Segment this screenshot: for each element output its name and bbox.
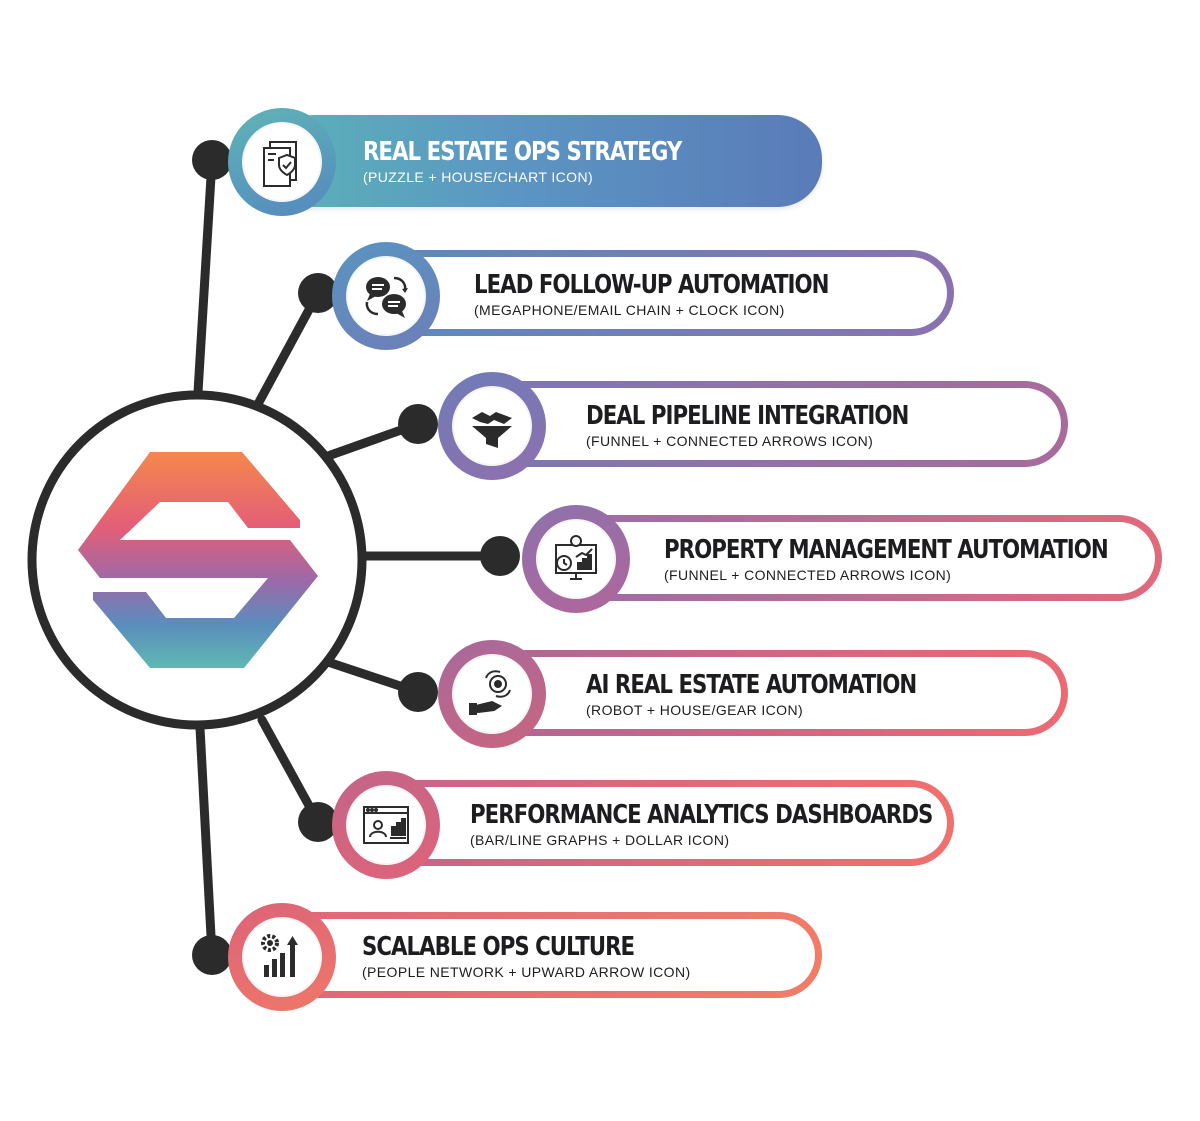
item-6-title: PERFORMANCE ANALYTICS DASHBOARDS: [470, 800, 933, 830]
item-6-subtitle: (BAR/LINE GRAPHS + DOLLAR ICON): [470, 832, 730, 848]
item-7-title: SCALABLE OPS CULTURE: [362, 932, 635, 962]
connector-dot-7: [192, 935, 232, 975]
item-7-text: SCALABLE OPS CULTURE (PEOPLE NETWORK + U…: [362, 932, 694, 980]
connector-dot-6: [298, 802, 338, 842]
item-1-text: REAL ESTATE OPS STRATEGY (PUZZLE + HOUSE…: [363, 137, 751, 185]
item-3-title: DEAL PIPELINE INTEGRATION: [586, 401, 909, 431]
badge-4: [522, 505, 630, 613]
item-5-text: AI REAL ESTATE AUTOMATION (ROBOT + HOUSE…: [586, 670, 989, 718]
s-logo-icon: [78, 452, 318, 668]
chat-bubbles-icon: [365, 276, 408, 318]
connector-dot-1: [192, 140, 232, 180]
handshake-funnel-icon: [472, 412, 512, 448]
pill-lead-follow-up-automation: [372, 250, 954, 336]
item-7-subtitle: (PEOPLE NETWORK + UPWARD ARROW ICON): [362, 964, 691, 980]
item-2-text: LEAD FOLLOW-UP AUTOMATION (MEGAPHONE/EMA…: [474, 270, 906, 318]
item-1-subtitle: (PUZZLE + HOUSE/CHART ICON): [363, 169, 594, 185]
pill-real-estate-ops-strategy: [270, 115, 822, 207]
item-6-text: PERFORMANCE ANALYTICS DASHBOARDS (BAR/LI…: [470, 800, 1034, 848]
pill-scalable-ops-culture: [268, 912, 822, 998]
item-3-text: DEAL PIPELINE INTEGRATION (FUNNEL + CONN…: [586, 401, 979, 449]
connector-line-2: [253, 288, 323, 409]
item-5-subtitle: (ROBOT + HOUSE/GEAR ICON): [586, 702, 804, 718]
item-3-subtitle: (FUNNEL + CONNECTED ARROWS ICON): [586, 433, 874, 449]
badge-3: [438, 372, 546, 480]
pill-property-management-automation: [562, 515, 1162, 601]
connector-line-1: [193, 155, 217, 397]
badge-6: [332, 771, 440, 879]
item-5-title: AI REAL ESTATE AUTOMATION: [586, 670, 917, 700]
item-4-text: PROPERTY MANAGEMENT AUTOMATION (FUNNEL +…: [664, 535, 1200, 583]
item-2-subtitle: (MEGAPHONE/EMAIL CHAIN + CLOCK ICON): [474, 302, 785, 318]
connector-dot-3: [398, 404, 438, 444]
pill-deal-pipeline-integration: [478, 381, 1068, 467]
dashboard-analytics-icon: [363, 806, 409, 844]
badge-1: [228, 108, 336, 216]
connector-dot-2: [298, 273, 338, 313]
strategy-document-shield-icon: [263, 141, 297, 187]
gear-bars-arrow-icon: [261, 934, 298, 977]
gear-monitor-chart-icon: [555, 535, 597, 580]
pill-ai-real-estate-automation: [478, 650, 1068, 736]
item-4-subtitle: (FUNNEL + CONNECTED ARROWS ICON): [664, 567, 952, 583]
item-1-title: REAL ESTATE OPS STRATEGY: [363, 137, 682, 167]
connector-line-7: [195, 723, 217, 960]
connector-dot-5: [398, 672, 438, 712]
connector-dot-4: [480, 536, 520, 576]
robot-hand-gear-icon: [469, 670, 511, 715]
item-4-title: PROPERTY MANAGEMENT AUTOMATION: [664, 535, 1109, 565]
item-2-title: LEAD FOLLOW-UP AUTOMATION: [474, 270, 829, 300]
badge-5: [438, 640, 546, 748]
badge-2: [332, 242, 440, 350]
badge-7: [228, 903, 336, 1011]
pill-performance-analytics-dashboards: [372, 780, 954, 866]
